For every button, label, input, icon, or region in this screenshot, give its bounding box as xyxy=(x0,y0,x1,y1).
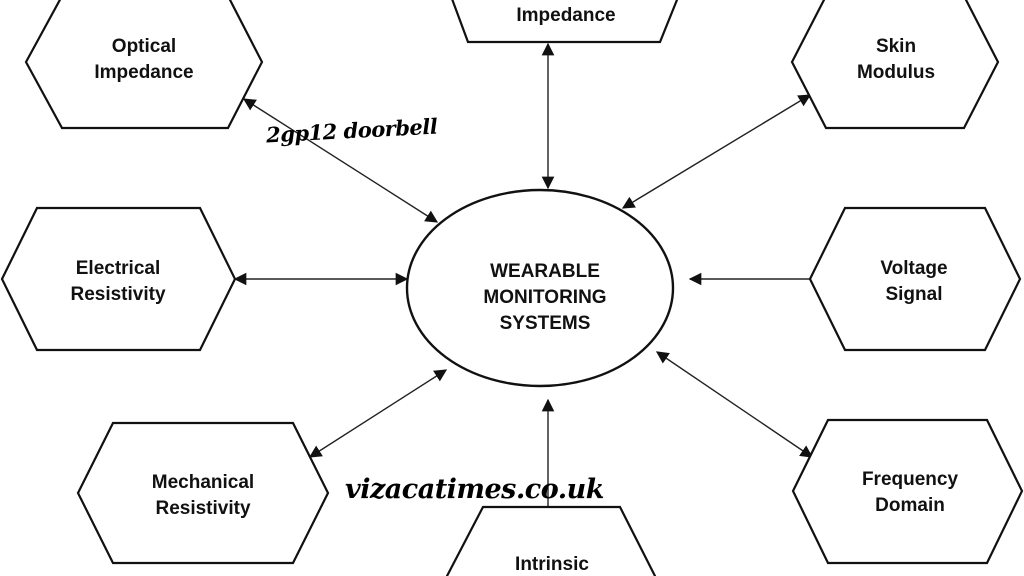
arrow-optical xyxy=(242,98,439,223)
node-frequency-domain: Frequency Domain xyxy=(791,418,1024,565)
node-label: Impedance xyxy=(94,62,193,83)
node-electrical-resistivity: Electrical Resistivity xyxy=(0,206,237,352)
arrow-frequency xyxy=(655,351,814,458)
node-label: Signal xyxy=(885,284,942,305)
arrow-skin xyxy=(621,94,812,209)
node-optical-impedance: Optical Impedance xyxy=(24,0,264,130)
node-voltage-signal: Voltage Signal xyxy=(808,206,1022,352)
node-label: Modulus xyxy=(857,62,935,83)
node-skin-modulus: Skin Modulus xyxy=(790,0,1000,130)
node-label: Frequency xyxy=(862,469,959,490)
node-label: Skin xyxy=(876,36,916,57)
node-label: Domain xyxy=(875,495,945,516)
node-label: Resistivity xyxy=(70,284,165,305)
watermark-text: vizacatimes.co.uk xyxy=(345,474,605,505)
node-label: Intrinsic xyxy=(515,554,589,575)
node-label: Optical xyxy=(112,36,176,57)
node-label: Voltage xyxy=(880,258,947,279)
center-label-2: MONITORING xyxy=(483,287,606,308)
node-intrinsic: Intrinsic xyxy=(445,505,657,576)
node-impedance: Impedance xyxy=(451,0,679,44)
node-label: Electrical xyxy=(76,258,161,279)
center-label-1: WEARABLE xyxy=(490,261,600,282)
node-mechanical-resistivity: Mechanical Resistivity xyxy=(76,421,330,565)
center-label-3: SYSTEMS xyxy=(500,313,591,334)
node-label: Resistivity xyxy=(155,498,250,519)
node-label: Mechanical xyxy=(152,472,254,493)
node-label: Impedance xyxy=(516,5,615,26)
center-node: WEARABLE MONITORING SYSTEMS xyxy=(405,188,675,388)
arrow-mechanical xyxy=(308,369,448,458)
